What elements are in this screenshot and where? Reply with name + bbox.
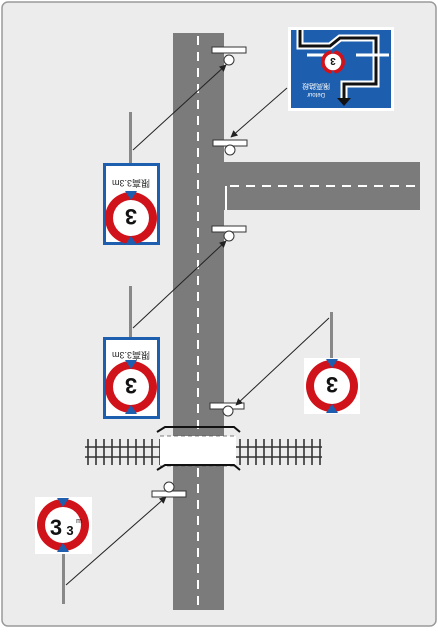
guide-sign-height-limit-icon: 3 xyxy=(321,49,345,75)
guide-sign-value: 3 xyxy=(330,55,336,66)
post-marker-1 xyxy=(211,46,247,66)
standalone-sign-left-decimal: 3 xyxy=(66,523,73,538)
pointer-lines xyxy=(65,64,330,586)
guide-sign-text-en: Detour xyxy=(307,91,325,97)
standalone-sign-right-height-limit-icon: 3 xyxy=(306,359,358,413)
pointer-standalone-sign-right xyxy=(235,317,330,406)
pointer-board-sign-1 xyxy=(132,64,227,151)
board-sign-2-value: 3 xyxy=(125,373,137,398)
board-sign-2-height-limit-icon: 3 xyxy=(105,360,157,414)
standalone-sign-right-value: 3 xyxy=(326,372,338,397)
standalone-sign-right: 3 xyxy=(304,312,360,414)
post-markers xyxy=(151,46,248,498)
board-sign-2-caption: 限高3.3m xyxy=(112,350,150,361)
post-marker-2 xyxy=(212,139,248,156)
board-sign-1-height-limit-icon: 3 xyxy=(105,191,157,245)
post-marker-4 xyxy=(209,402,245,417)
post-marker-5 xyxy=(151,481,187,498)
pointer-standalone-sign-left xyxy=(65,496,167,586)
post-marker-3 xyxy=(211,225,247,242)
board-sign-1: 3 限高3.3m xyxy=(103,112,160,245)
standalone-sign-left-unit: m xyxy=(76,518,82,525)
guide-sign-text-cn: 限高路段 xyxy=(302,82,330,91)
pointer-board-sign-2 xyxy=(132,240,227,329)
standalone-sign-left: 3 3 m xyxy=(35,497,92,604)
board-sign-2: 3 限高3.3m xyxy=(103,286,160,419)
pointer-guide-sign xyxy=(230,87,288,138)
railway-crossing-icon xyxy=(85,426,322,471)
board-sign-1-caption: 限高3.3m xyxy=(112,178,150,189)
main-road xyxy=(173,33,224,610)
board-sign-1-value: 3 xyxy=(125,204,137,229)
standalone-sign-left-value: 3 xyxy=(50,515,62,540)
road-network xyxy=(173,33,420,610)
guide-sign: 3 限高路段 Detour xyxy=(288,27,394,111)
